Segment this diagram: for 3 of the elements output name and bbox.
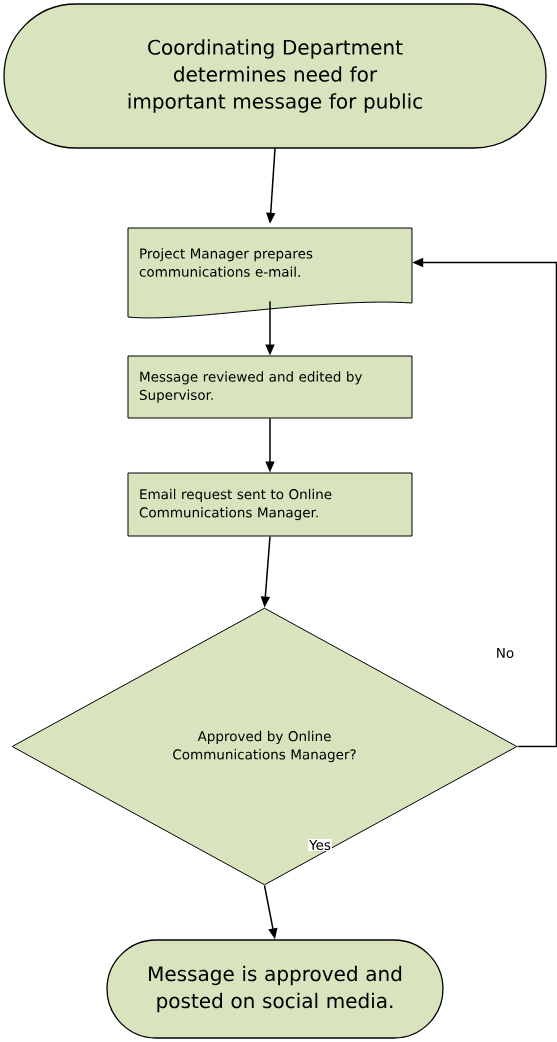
process-box: Message reviewed and edited by Supervisor.	[127, 355, 413, 419]
process-box: Email request sent to Online Communications Manager.	[127, 472, 413, 537]
edge-label: No	[494, 647, 516, 659]
